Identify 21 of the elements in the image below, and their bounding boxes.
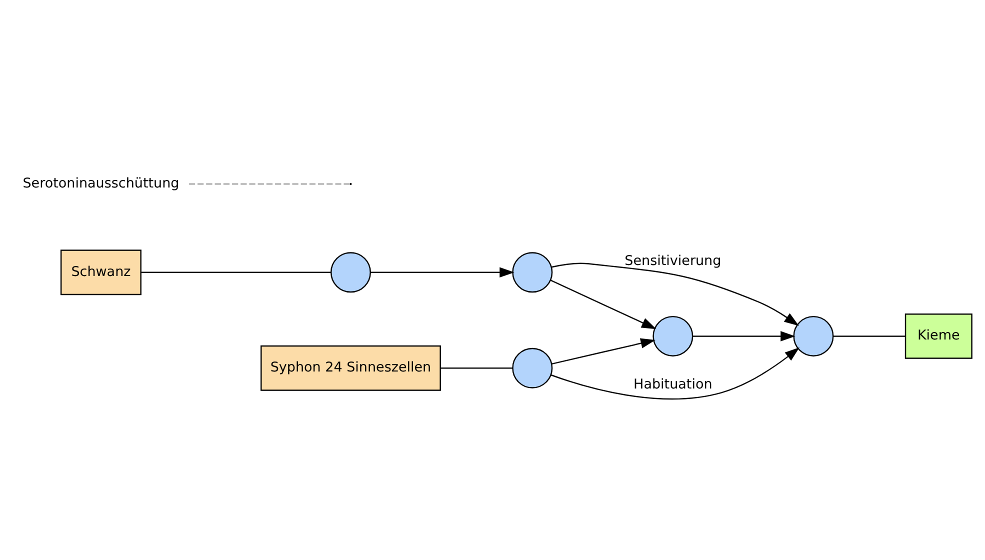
arrow xyxy=(370,266,514,278)
arrow xyxy=(552,338,656,364)
arrow xyxy=(550,346,800,400)
arrow xyxy=(692,330,796,341)
edge-label: Habituation xyxy=(634,376,712,392)
connector xyxy=(833,335,906,336)
node-circle xyxy=(512,252,553,292)
node-box: Syphon 24 Sinneszellen xyxy=(260,344,441,390)
node-circle xyxy=(512,347,553,388)
node-circle xyxy=(793,315,834,356)
node-circle xyxy=(652,315,694,356)
connector xyxy=(141,271,331,272)
connector xyxy=(440,367,513,368)
edge-label: Sensitivierung xyxy=(624,252,722,268)
node-box: Schwanz xyxy=(60,249,142,295)
node-text: Serotoninausschüttung xyxy=(22,174,180,191)
arrow xyxy=(551,262,799,326)
arrow xyxy=(550,279,656,329)
node-box: Kieme xyxy=(904,313,972,358)
node-circle xyxy=(330,252,371,292)
connector xyxy=(189,182,350,184)
